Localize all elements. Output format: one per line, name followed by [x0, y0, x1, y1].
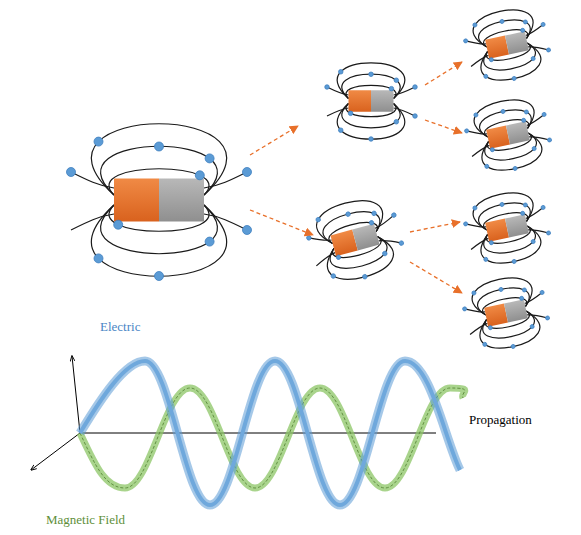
- axis-label: Electric: [100, 319, 140, 335]
- magnetic-wave-line: [80, 388, 465, 488]
- electric-wave-line: [80, 361, 460, 505]
- bar-magnet: [459, 186, 555, 272]
- axis-line: [31, 433, 80, 470]
- magnetic-wave: [80, 388, 465, 488]
- electric-wave-glow: [80, 361, 460, 505]
- branch-arrow: [425, 62, 462, 85]
- branch-arrow: [410, 222, 460, 232]
- bar-magnet: [460, 93, 556, 179]
- branch-arrows: [250, 62, 462, 293]
- axis-line: [80, 433, 436, 434]
- axis-label: Propagation: [469, 412, 532, 428]
- bar-magnet: [300, 191, 410, 291]
- branch-arrow: [410, 262, 462, 293]
- axis-line: [72, 356, 80, 433]
- bar-magnet: [325, 63, 418, 141]
- bar-magnet: [458, 271, 554, 357]
- branch-arrow: [425, 120, 462, 133]
- bar-magnet: [67, 124, 252, 281]
- branch-arrow: [250, 126, 298, 155]
- bar-magnet: [459, 3, 555, 89]
- axis-label: Magnetic Field: [46, 512, 125, 528]
- branch-arrow: [250, 210, 313, 235]
- electric-wave: [80, 361, 460, 505]
- magnetic-wave-band: [80, 388, 465, 488]
